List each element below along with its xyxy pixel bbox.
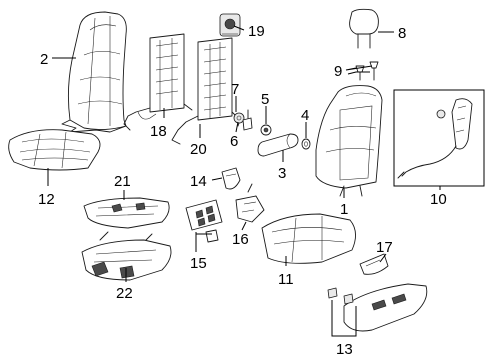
seatback-pad-part-18	[123, 33, 193, 131]
callout-22: 22	[116, 285, 133, 302]
leader-lines	[47, 25, 441, 337]
seatback-cover-part	[61, 11, 127, 133]
callout-5: 5	[261, 91, 269, 108]
bolt-part-6	[233, 112, 245, 124]
callout-3: 3	[278, 165, 286, 182]
callout-11: 11	[278, 271, 294, 288]
seatback-assembly-part-1	[315, 85, 383, 197]
headrest-guide-part-9	[355, 61, 379, 81]
adjuster-part-17	[359, 253, 389, 275]
callout-13: 13	[336, 341, 353, 358]
cushion-frame-part-22	[81, 231, 172, 281]
seat-cushion-pad-part-11	[261, 213, 356, 264]
callout-12: 12	[38, 191, 55, 208]
callout-numbers: 2 19 8 9 7 5 4 18 6 20 3 1 10 12 14 21 1…	[38, 23, 447, 358]
switch-panel-part-15	[185, 199, 223, 243]
fastener-part-7	[242, 109, 253, 131]
callout-19: 19	[248, 23, 265, 40]
washer-part-5	[260, 124, 272, 136]
callout-10: 10	[430, 191, 447, 208]
callout-1: 1	[340, 201, 348, 218]
bracket-part-16	[235, 183, 265, 223]
seat-cushion-cover-part	[8, 129, 101, 171]
callout-8: 8	[398, 25, 406, 42]
bracket-part-14	[221, 167, 241, 190]
cushion-pan-part-21	[83, 197, 170, 229]
callout-14: 14	[190, 173, 207, 190]
callout-20: 20	[190, 141, 207, 158]
callout-9: 9	[334, 63, 342, 80]
armrest-part-3	[257, 133, 299, 157]
headrest-part-8	[349, 8, 379, 49]
callout-2: 2	[40, 51, 48, 68]
ring-part-4	[301, 138, 311, 150]
side-airbag-part-10	[397, 98, 473, 179]
side-trim-part-13	[327, 283, 428, 332]
callout-4: 4	[301, 107, 309, 124]
callout-21: 21	[114, 173, 131, 190]
pad-part-19	[219, 13, 241, 37]
callout-18: 18	[150, 123, 167, 140]
callout-17: 17	[376, 239, 393, 256]
callout-16: 16	[232, 231, 249, 248]
callout-7: 7	[231, 81, 239, 98]
callout-15: 15	[190, 255, 207, 272]
callout-6: 6	[230, 133, 238, 150]
